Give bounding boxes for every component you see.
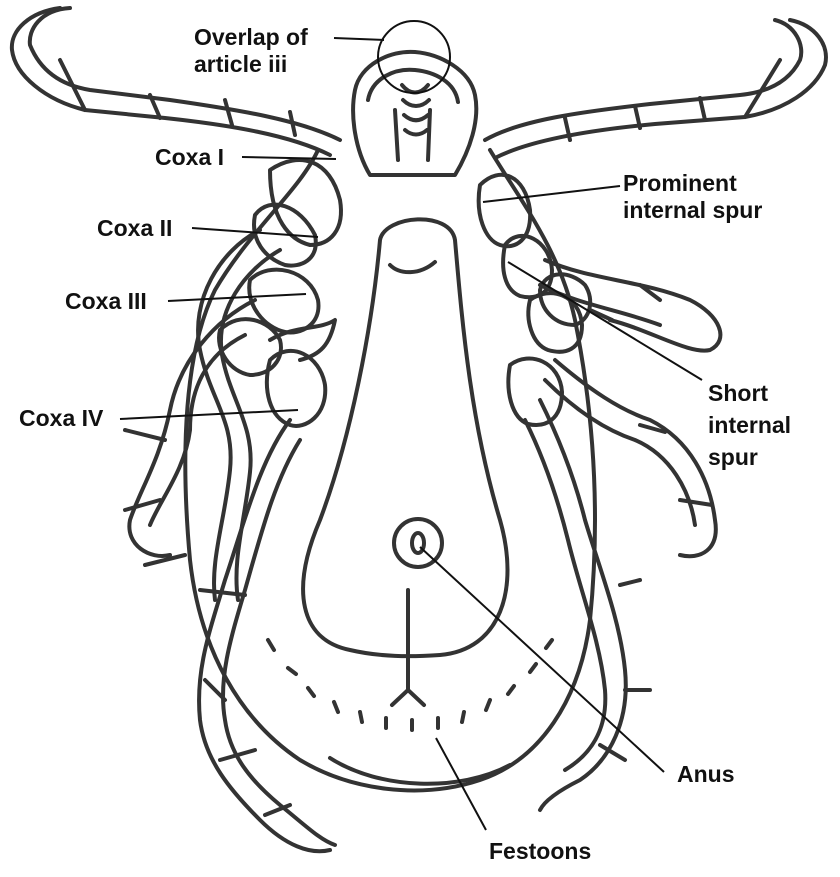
label-prominent-line-1: Prominent — [623, 170, 737, 196]
label-festoons: Festoons — [489, 838, 592, 864]
leader-anus — [419, 546, 665, 773]
overlap-highlight-circle — [377, 20, 451, 94]
legs-left — [9, 6, 342, 854]
festoons — [266, 638, 554, 732]
label-overlap-line-1: Overlap of — [194, 24, 308, 50]
label-anus: Anus — [677, 761, 735, 787]
leader-overlap — [333, 37, 385, 41]
leader-coxa-2 — [191, 227, 319, 238]
label-short-line-2: internal — [708, 412, 792, 438]
tick-body — [183, 148, 597, 793]
leader-prominent-spur — [482, 185, 621, 203]
label-coxa-1: Coxa I — [155, 144, 225, 170]
coxae — [247, 158, 584, 428]
label-coxa-4: Coxa IV — [19, 405, 104, 431]
capitulum — [351, 49, 479, 177]
label-short-internal-spur: Short internal spur — [708, 377, 791, 473]
legs-right — [483, 18, 828, 812]
leader-festoons — [435, 737, 487, 831]
label-coxa-2: Coxa II — [97, 215, 173, 241]
label-short-line-3: spur — [708, 444, 758, 470]
leader-short-spur — [507, 261, 703, 381]
leader-lines — [119, 37, 703, 831]
label-coxa-3: Coxa III — [65, 288, 147, 314]
label-prominent-internal-spur: Prominent internal spur — [623, 170, 762, 224]
anus-structure — [390, 517, 444, 707]
leader-coxa-3 — [167, 293, 307, 302]
label-short-line-1: Short — [708, 380, 769, 406]
label-overlap-line-2: article iii — [194, 51, 288, 77]
label-overlap-of-article-iii: Overlap of article iii — [194, 24, 308, 78]
leader-coxa-1 — [241, 156, 337, 160]
label-prominent-line-2: internal spur — [623, 197, 763, 223]
ventral-plate — [301, 217, 510, 659]
leader-coxa-4 — [119, 409, 299, 420]
